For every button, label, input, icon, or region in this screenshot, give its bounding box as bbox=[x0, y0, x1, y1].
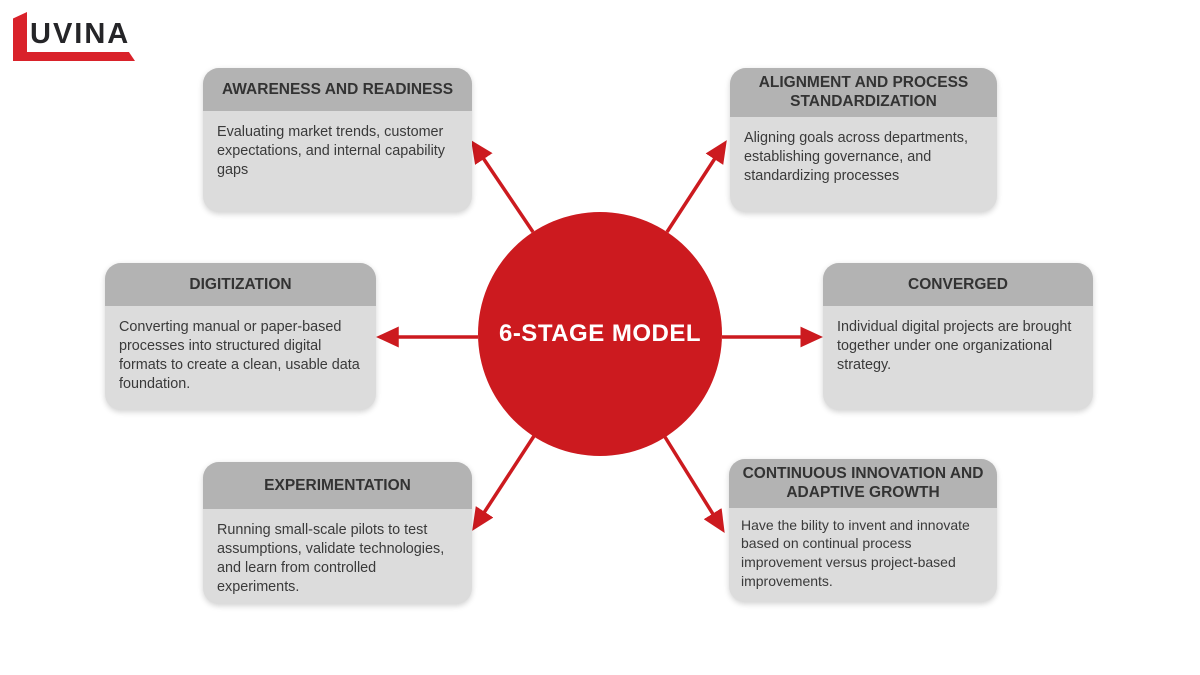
stage-description: Converting manual or paper-based process… bbox=[119, 319, 360, 393]
stage-description: Individual digital projects are brought … bbox=[837, 319, 1072, 374]
stage-card-converged: CONVERGED Individual digital projects ar… bbox=[823, 263, 1093, 410]
stage-card-experimentation: EXPERIMENTATION Running small-scale pilo… bbox=[203, 462, 472, 604]
logo-red-underline bbox=[13, 52, 135, 61]
stage-title: DIGITIZATION bbox=[105, 263, 376, 306]
luvina-logo: UVINA bbox=[10, 12, 145, 64]
stage-card-digitization: DIGITIZATION Converting manual or paper-… bbox=[105, 263, 376, 410]
stage-title: CONVERGED bbox=[823, 263, 1093, 306]
stage-title: EXPERIMENTATION bbox=[203, 462, 472, 509]
stage-title: CONTINUOUS INNOVATION AND ADAPTIVE GROWT… bbox=[729, 459, 997, 508]
stage-description: Running small-scale pilots to test assum… bbox=[217, 522, 445, 596]
arrow-to-continuous-innovation bbox=[663, 436, 725, 533]
stage-card-awareness-and-readiness: AWARENESS AND READINESS Evaluating marke… bbox=[203, 68, 472, 212]
arrow-to-alignment bbox=[665, 140, 727, 233]
stage-title: ALIGNMENT AND PROCESS STANDARDIZATION bbox=[730, 68, 997, 117]
stage-card-continuous-innovation-and-adaptive-growth: CONTINUOUS INNOVATION AND ADAPTIVE GROWT… bbox=[729, 459, 997, 602]
stage-card-alignment-and-process-standardization: ALIGNMENT AND PROCESS STANDARDIZATION Al… bbox=[730, 68, 997, 212]
stage-description: Evaluating market trends, customer expec… bbox=[217, 124, 445, 179]
center-circle: 6-STAGE MODEL bbox=[478, 212, 722, 456]
arrow-to-awareness bbox=[471, 140, 535, 233]
stage-title: AWARENESS AND READINESS bbox=[203, 68, 472, 111]
stage-description: Aligning goals across departments, estab… bbox=[744, 129, 968, 185]
center-label: 6-STAGE MODEL bbox=[498, 320, 702, 347]
logo-wordmark: UVINA bbox=[30, 18, 131, 50]
logo-red-l-stroke bbox=[13, 12, 27, 58]
arrow-to-experimentation bbox=[472, 435, 536, 531]
stage-description: Have the bility to invent and innovate b… bbox=[741, 516, 970, 589]
